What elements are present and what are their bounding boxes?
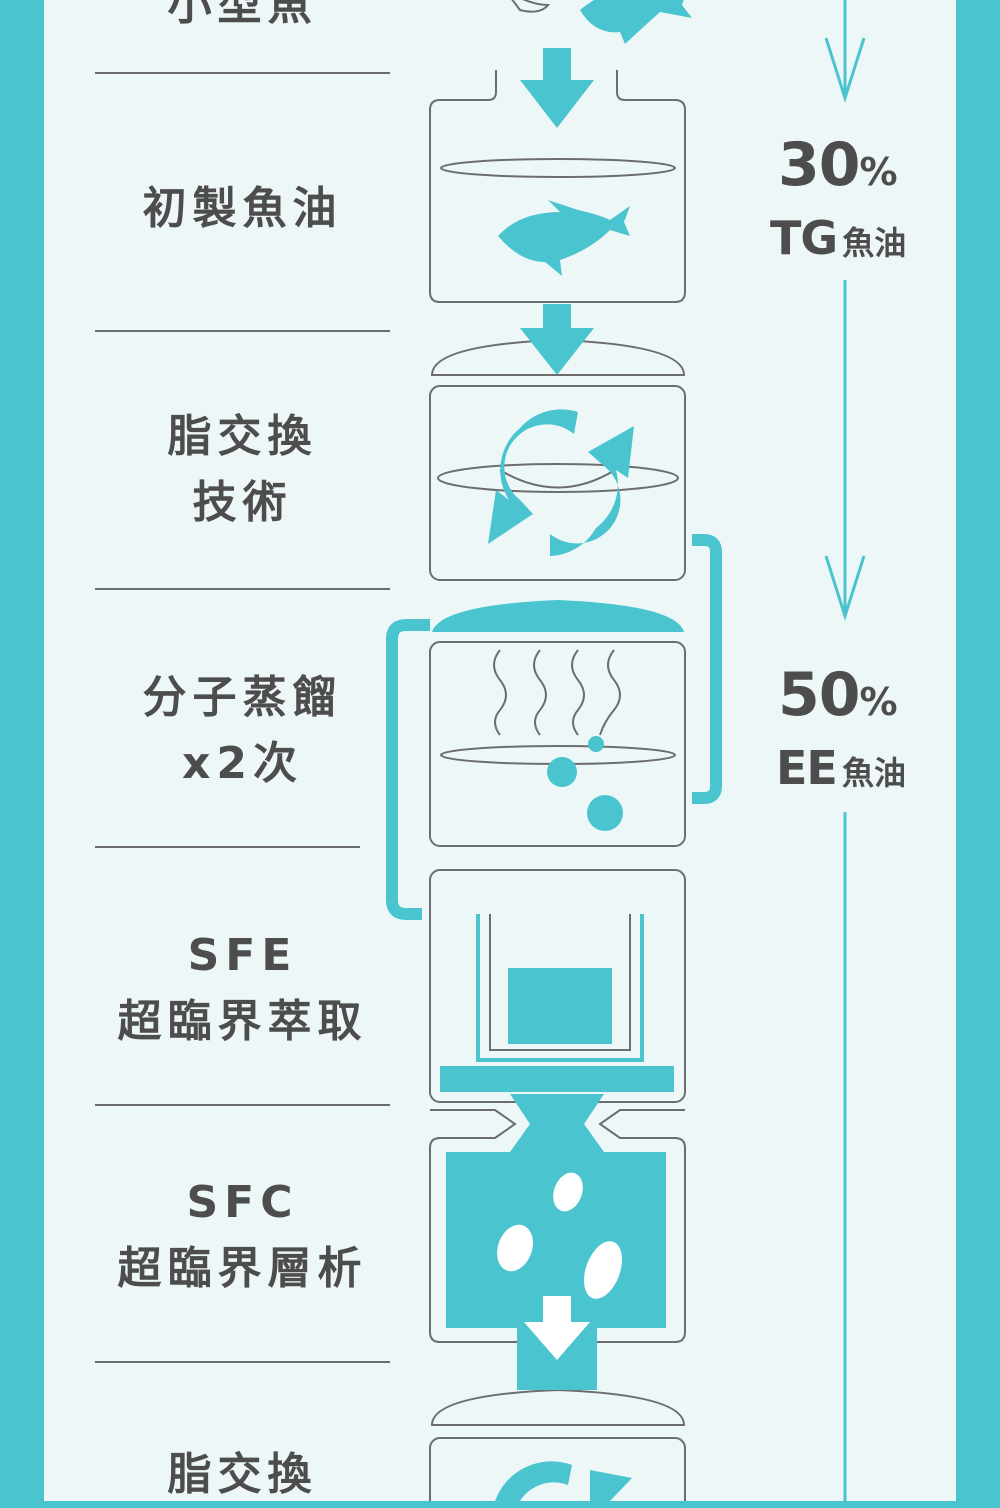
- step-small-fish: 小型魚: [95, 0, 390, 38]
- chromatography-column: [446, 1094, 666, 1390]
- oil-abbr: EE: [776, 741, 838, 795]
- steam-icon: [533, 649, 547, 736]
- cycle-arrows-icon: [550, 426, 634, 556]
- fish-icon: [580, 0, 692, 44]
- step-sfc: SFC 超臨界層析: [95, 1170, 390, 1302]
- down-arrow-icon: [520, 304, 594, 375]
- steam-icon: [571, 649, 585, 736]
- step-label-line: 初製魚油: [142, 183, 343, 234]
- step-label-line: SFC: [186, 1177, 299, 1228]
- tank-outline: [489, 914, 631, 1051]
- step-label-line: 技術: [192, 477, 293, 528]
- step-transesterification: 脂交換 技術: [95, 404, 390, 536]
- cycle-arrows-icon: [590, 1470, 632, 1501]
- step-label-line: 超臨界層析: [117, 1243, 368, 1294]
- loop-bracket: [692, 534, 722, 804]
- oil-type: 魚油: [841, 754, 906, 792]
- particle-icon: [497, 1224, 533, 1272]
- step-label-line: SFE: [187, 930, 298, 981]
- vessel-lid: [432, 600, 684, 632]
- bubble-icon: [547, 757, 577, 787]
- step-sfe: SFE 超臨界萃取: [95, 923, 390, 1055]
- oil-type: 魚油: [842, 224, 907, 262]
- bubble-icon: [587, 795, 623, 831]
- steam-icon: [493, 649, 507, 736]
- down-arrow-icon: [520, 48, 594, 128]
- percent-sign: %: [859, 680, 898, 724]
- divider: [95, 846, 360, 848]
- fish-icon: [498, 200, 630, 276]
- cycle-arrows-icon: [495, 1461, 572, 1501]
- bubble-icon: [588, 736, 604, 752]
- percent-sign: %: [859, 150, 898, 194]
- concentration-tg: 30% TG 魚油: [770, 130, 907, 272]
- step-label-line: 分子蒸餾: [142, 672, 343, 723]
- tank-outline: [476, 914, 644, 1062]
- vessel-lid: [430, 1388, 686, 1426]
- step-label-line: 脂交換: [167, 411, 318, 462]
- vessel-outline: [429, 1437, 686, 1501]
- down-arrow-icon: [824, 37, 866, 103]
- concentration-ee: 50% EE 魚油: [776, 660, 906, 802]
- mixing-ring: [499, 469, 616, 489]
- oil-surface: [440, 158, 676, 178]
- tank-icon: [508, 968, 612, 1044]
- step-label-line: 脂交換: [167, 1449, 318, 1500]
- step-label-line: 超臨界萃取: [117, 996, 368, 1047]
- divider: [95, 72, 390, 74]
- percent-value: 30: [778, 130, 860, 200]
- vessel-outline: [429, 70, 686, 303]
- fish-icon: [511, 0, 551, 13]
- particle-icon: [584, 1241, 622, 1299]
- divider: [95, 588, 390, 590]
- down-arrow-icon: [824, 555, 866, 621]
- vessel-outline: [429, 385, 686, 581]
- vessel-outline: [429, 641, 686, 847]
- step-label-line: 小型魚: [167, 0, 318, 30]
- steam-icon: [599, 649, 621, 736]
- percent-value: 50: [778, 660, 860, 730]
- divider: [95, 330, 390, 332]
- tank-icon: [440, 1066, 674, 1092]
- step-transesterification-2: 脂交換: [95, 1442, 390, 1508]
- particle-icon: [553, 1172, 583, 1212]
- step-label-line: x2次: [182, 738, 303, 789]
- mixing-ring: [437, 463, 679, 493]
- down-arrow-icon: [524, 1296, 590, 1360]
- divider: [95, 1361, 390, 1363]
- divider: [95, 1104, 390, 1106]
- loop-bracket: [386, 619, 430, 920]
- step-crude-oil: 初製魚油: [95, 176, 390, 242]
- oil-abbr: TG: [770, 211, 838, 265]
- step-molecular-distillation: 分子蒸餾 x2次: [95, 665, 390, 797]
- cycle-arrows-icon: [488, 409, 578, 544]
